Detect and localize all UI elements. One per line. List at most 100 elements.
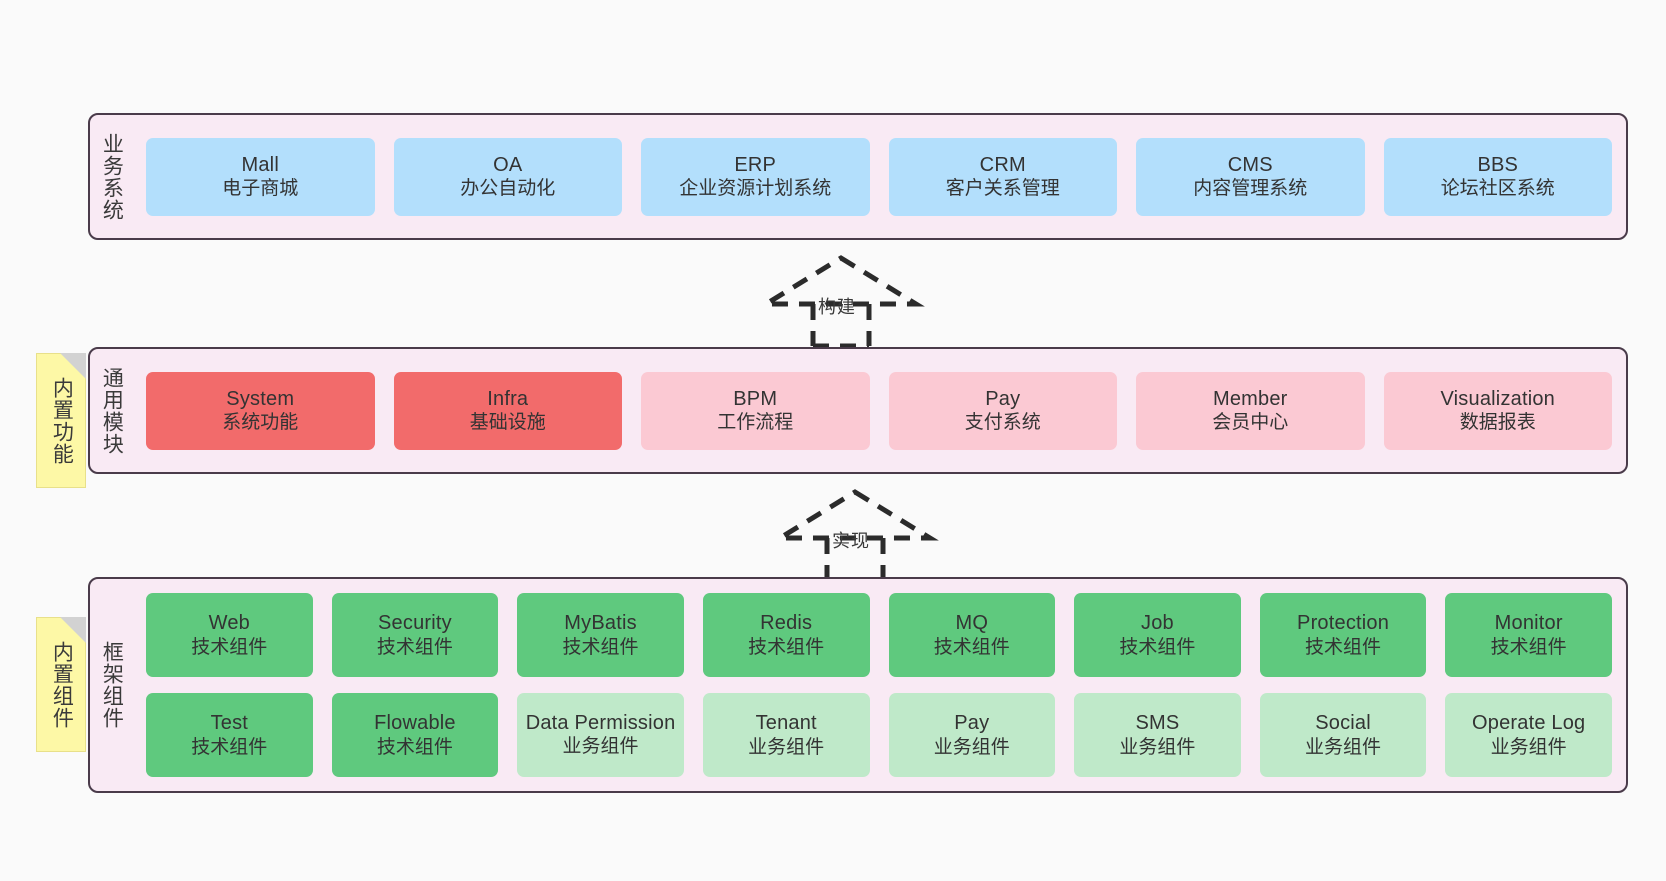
card-member-en: Member [1212, 387, 1288, 410]
arrow-build-head [757, 255, 925, 307]
card-data-permission-en: Data Permission [525, 712, 676, 735]
layer-business-body: Mall 电子商城 OA 办公自动化 ERP 企业资源计划系统 CRM 客户关系… [132, 115, 1626, 238]
card-crm[interactable]: CRM 客户关系管理 [888, 137, 1117, 216]
card-social-cn: 业务组件 [1305, 736, 1382, 758]
card-job[interactable]: Job 技术组件 [1074, 593, 1241, 677]
card-monitor-cn: 技术组件 [1490, 636, 1567, 658]
card-bbs-en: BBS [1477, 153, 1519, 176]
card-protection[interactable]: Protection 技术组件 [1259, 593, 1427, 677]
card-data-permission[interactable]: Data Permission 业务组件 [517, 693, 684, 777]
card-bpm-en: BPM [733, 387, 778, 410]
card-oa[interactable]: OA 办公自动化 [393, 137, 622, 216]
card-tenant-cn: 业务组件 [748, 736, 825, 758]
card-system-cn: 系统功能 [222, 412, 299, 434]
card-redis-cn: 技术组件 [748, 636, 825, 658]
card-erp[interactable]: ERP 企业资源计划系统 [641, 137, 870, 216]
layer-framework-title: 框架组件 [100, 641, 124, 729]
card-operate-log-cn: 业务组件 [1490, 736, 1567, 758]
card-security-cn: 技术组件 [376, 636, 453, 658]
card-flowable-en: Flowable [374, 712, 456, 735]
card-cms-cn: 内容管理系统 [1193, 178, 1308, 200]
card-monitor[interactable]: Monitor 技术组件 [1445, 593, 1612, 677]
card-flowable-cn: 技术组件 [376, 736, 453, 758]
card-redis-en: Redis [760, 612, 813, 635]
card-crm-cn: 客户关系管理 [945, 178, 1060, 200]
layer-common-body: System 系统功能 Infra 基础设施 BPM 工作流程 Pay 支付系统… [132, 349, 1626, 472]
card-pay-cn: 支付系统 [964, 412, 1041, 434]
framework-card-row-1: Web 技术组件 Security 技术组件 MyBatis 技术组件 Redi… [146, 593, 1612, 677]
card-system-en: System [226, 387, 295, 410]
common-card-row: System 系统功能 Infra 基础设施 BPM 工作流程 Pay 支付系统… [146, 371, 1612, 450]
layer-business-title: 业务系统 [100, 132, 124, 221]
card-job-cn: 技术组件 [1119, 636, 1196, 658]
card-visualization[interactable]: Visualization 数据报表 [1383, 371, 1612, 450]
card-social-en: Social [1315, 712, 1371, 735]
card-cms-en: CMS [1227, 153, 1273, 176]
layer-common-modules: 通用模块 System 系统功能 Infra 基础设施 BPM 工作流程 Pay… [88, 347, 1628, 474]
card-member[interactable]: Member 会员中心 [1136, 371, 1365, 450]
card-pay[interactable]: Pay 支付系统 [888, 371, 1117, 450]
card-bpm[interactable]: BPM 工作流程 [641, 371, 870, 450]
card-oa-en: OA [493, 153, 523, 176]
arrow-build-glyph [757, 255, 925, 349]
card-sms-cn: 业务组件 [1119, 736, 1196, 758]
card-infra[interactable]: Infra 基础设施 [393, 371, 622, 450]
card-web-cn: 技术组件 [191, 636, 268, 658]
card-bbs[interactable]: BBS 论坛社区系统 [1383, 137, 1612, 216]
card-web[interactable]: Web 技术组件 [146, 593, 313, 677]
card-flowable[interactable]: Flowable 技术组件 [331, 693, 499, 777]
layer-business-systems: 业务系统 Mall 电子商城 OA 办公自动化 ERP 企业资源计划系统 CRM… [88, 113, 1628, 240]
card-monitor-en: Monitor [1494, 612, 1563, 635]
card-web-en: Web [208, 612, 250, 635]
card-visualization-en: Visualization [1440, 387, 1556, 410]
business-card-row: Mall 电子商城 OA 办公自动化 ERP 企业资源计划系统 CRM 客户关系… [146, 137, 1612, 216]
card-pay-component-cn: 业务组件 [933, 736, 1010, 758]
card-pay-component-en: Pay [954, 712, 990, 735]
card-protection-en: Protection [1297, 612, 1390, 635]
card-mybatis[interactable]: MyBatis 技术组件 [517, 593, 684, 677]
card-mall-cn: 电子商城 [222, 178, 299, 200]
card-job-en: Job [1141, 612, 1174, 635]
card-operate-log[interactable]: Operate Log 业务组件 [1445, 693, 1612, 777]
note-builtin-features: 内置功能 [36, 353, 86, 488]
arrow-implement-label: 实现 [832, 531, 870, 551]
card-test-en: Test [210, 712, 249, 735]
layer-framework-body: Web 技术组件 Security 技术组件 MyBatis 技术组件 Redi… [132, 579, 1626, 791]
note-builtin-components-label: 内置组件 [50, 640, 74, 729]
card-social[interactable]: Social 业务组件 [1259, 693, 1427, 777]
card-member-cn: 会员中心 [1212, 412, 1289, 434]
arrow-implement-head [771, 489, 939, 541]
layer-common-title: 通用模块 [100, 366, 124, 455]
card-mybatis-en: MyBatis [564, 612, 637, 635]
card-security[interactable]: Security 技术组件 [331, 593, 499, 677]
card-mall-en: Mall [241, 153, 279, 176]
note-builtin-features-label: 内置功能 [50, 376, 74, 465]
card-system[interactable]: System 系统功能 [146, 371, 375, 450]
card-protection-cn: 技术组件 [1305, 636, 1382, 658]
card-sms[interactable]: SMS 业务组件 [1074, 693, 1241, 777]
card-test[interactable]: Test 技术组件 [146, 693, 313, 777]
card-mq[interactable]: MQ 技术组件 [888, 593, 1056, 677]
card-tenant[interactable]: Tenant 业务组件 [702, 693, 870, 777]
card-cms[interactable]: CMS 内容管理系统 [1136, 137, 1365, 216]
card-mq-cn: 技术组件 [933, 636, 1010, 658]
arrow-build-label: 构建 [818, 297, 856, 317]
arrow-build-stem [810, 304, 872, 349]
layer-framework-components: 框架组件 Web 技术组件 Security 技术组件 MyBatis 技术组件… [88, 577, 1628, 793]
card-mq-en: MQ [955, 612, 989, 635]
card-crm-en: CRM [979, 153, 1026, 176]
card-pay-component[interactable]: Pay 业务组件 [888, 693, 1056, 777]
arrow-build: 构建 [756, 255, 926, 349]
note-builtin-components: 内置组件 [36, 617, 86, 752]
card-infra-cn: 基础设施 [469, 412, 546, 434]
card-mall[interactable]: Mall 电子商城 [146, 137, 375, 216]
card-pay-en: Pay [985, 387, 1021, 410]
card-data-permission-cn: 业务组件 [562, 735, 639, 757]
card-bpm-cn: 工作流程 [717, 412, 794, 434]
card-operate-log-en: Operate Log [1471, 712, 1586, 735]
card-sms-en: SMS [1135, 712, 1180, 735]
card-mybatis-cn: 技术组件 [562, 636, 639, 658]
card-bbs-cn: 论坛社区系统 [1440, 178, 1555, 200]
card-redis[interactable]: Redis 技术组件 [702, 593, 870, 677]
